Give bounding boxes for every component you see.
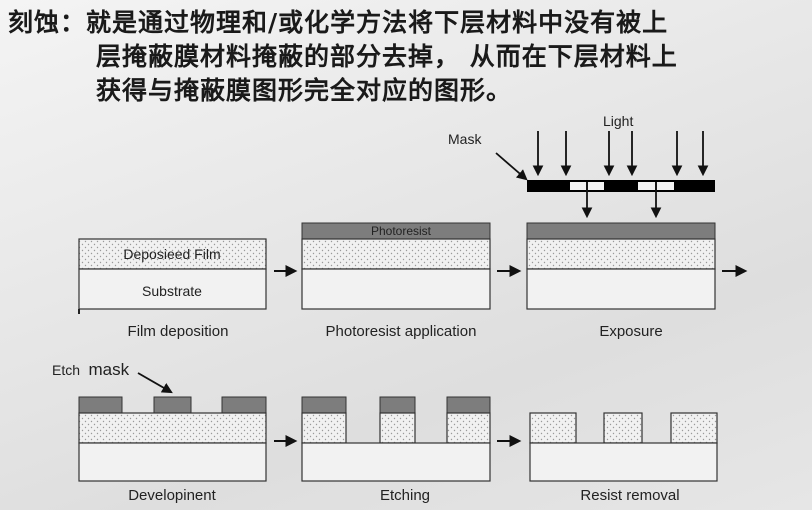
resist-block-3 — [446, 396, 491, 414]
photomask-bar — [527, 180, 715, 192]
film-island-2 — [379, 412, 416, 444]
film-layer — [526, 238, 716, 270]
mask-label: Mask — [448, 131, 482, 147]
definition-line-3: 获得与掩蔽膜图形完全对应的图形。 — [96, 76, 513, 105]
step-label-resist-removal: Resist removal — [580, 487, 679, 504]
light-label: Light — [603, 113, 633, 129]
resist-block-1 — [301, 396, 347, 414]
light-arrows — [532, 131, 709, 177]
transmitted-light-arrows — [581, 182, 662, 219]
etch-mask-pointer — [137, 372, 173, 394]
panel-resist-removal: Resist removal — [529, 412, 718, 504]
photoresist-label: Photoresist — [371, 224, 432, 238]
step-label-photoresist-application: Photoresist application — [326, 323, 477, 340]
etch-mask-label: Etch mask — [52, 360, 130, 379]
step-label-etching: Etching — [380, 487, 430, 504]
definition-line-1: 就是通过物理和/或化学方法将下层材料中没有被上 — [86, 8, 669, 37]
panel-photoresist-application: Photoresist Photoresist application — [301, 222, 491, 340]
film-island-3 — [446, 412, 491, 444]
substrate-layer — [301, 442, 491, 482]
resist-block-2 — [153, 396, 192, 414]
step-label-exposure: Exposure — [599, 323, 662, 340]
film-island-2 — [603, 412, 643, 444]
film-layer — [78, 412, 267, 444]
substrate-layer — [529, 442, 718, 482]
film-island-1 — [529, 412, 577, 444]
film-layer — [78, 238, 267, 270]
mask-pointer — [495, 152, 528, 181]
resist-block-2 — [379, 396, 416, 414]
substrate-layer — [301, 268, 491, 310]
step-label-film-deposition: Film deposition — [128, 323, 229, 340]
film-layer — [301, 238, 491, 270]
film-island-1 — [301, 412, 347, 444]
etch-mask-word: mask — [88, 360, 129, 379]
substrate-layer — [526, 268, 716, 310]
term-label: 刻蚀： — [8, 8, 87, 37]
definition-line-2: 层掩蔽膜材料掩蔽的部分去掉， 从而在下层材料上 — [96, 42, 678, 71]
substrate-layer — [78, 268, 267, 310]
resist-block-1 — [78, 396, 123, 414]
definition-text: 刻蚀：就是通过物理和/或化学方法将下层材料中没有被上 层掩蔽膜材料掩蔽的部分去掉… — [8, 6, 808, 108]
substrate-layer — [78, 442, 267, 482]
resist-block-3 — [221, 396, 267, 414]
film-label: Deposieed Film — [123, 246, 220, 262]
film-island-3 — [670, 412, 718, 444]
step-label-development: Developinent — [128, 487, 216, 504]
panel-exposure: Mask Light Exposure — [448, 113, 716, 340]
panel-etching: Etching — [301, 396, 491, 504]
photoresist-layer — [526, 222, 716, 240]
panel-development: Etch mask Developinent — [52, 360, 267, 504]
substrate-label: Substrate — [142, 283, 202, 299]
etch-mask-prefix: Etch — [52, 362, 80, 378]
panel-film-deposition: Deposieed Film Substrate Film deposition — [78, 238, 267, 340]
